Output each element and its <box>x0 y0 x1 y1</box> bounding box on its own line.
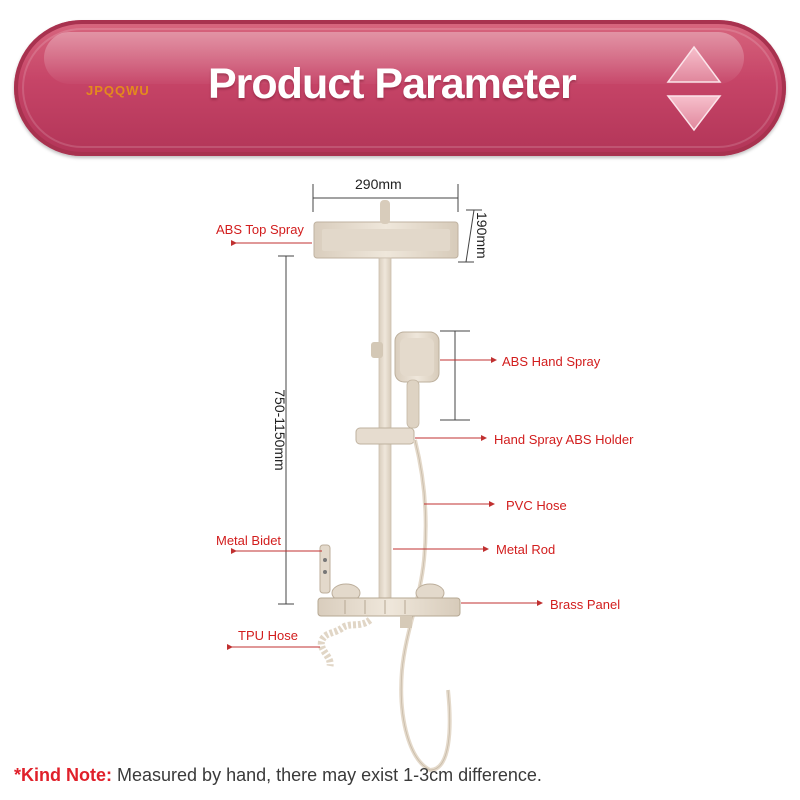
up-arrow-icon[interactable] <box>666 45 722 83</box>
metal-bidet <box>319 544 331 594</box>
label-pvc-hose: PVC Hose <box>506 498 567 513</box>
hand-spray-holder <box>355 427 415 445</box>
label-holder: Hand Spray ABS Holder <box>494 432 634 447</box>
shower-product <box>313 200 461 773</box>
depth-dimension: 190mm <box>474 212 490 259</box>
label-brass-panel: Brass Panel <box>550 597 621 612</box>
brand-logo: JPQQWU <box>86 83 150 98</box>
page-title: Product Parameter <box>208 60 577 108</box>
header-banner <box>14 20 786 156</box>
down-arrow-icon[interactable] <box>666 95 722 132</box>
banner-inner-border <box>22 28 778 148</box>
banner-gloss <box>44 32 744 84</box>
dimension-lines <box>278 184 482 605</box>
kind-note: *Kind Note: Measured by hand, there may … <box>14 765 542 786</box>
label-metal-rod: Metal Rod <box>496 542 556 557</box>
label-top-spray: ABS Top Spray <box>216 222 304 237</box>
label-tpu-hose: TPU Hose <box>238 628 298 643</box>
height-dimension: 750-1150mm <box>272 389 288 471</box>
width-dimension: 290mm <box>355 176 402 192</box>
tpu-spiral-hose <box>317 617 373 667</box>
scroll-arrows[interactable] <box>664 44 724 134</box>
label-metal-bidet: Metal Bidet <box>216 533 282 548</box>
brass-panel-shape <box>317 597 461 617</box>
kind-note-text: Measured by hand, there may exist 1-3cm … <box>117 765 542 785</box>
label-hand-spray: ABS Hand Spray <box>502 354 601 369</box>
leader-lines <box>227 240 543 650</box>
kind-note-prefix: *Kind Note: <box>14 765 112 785</box>
